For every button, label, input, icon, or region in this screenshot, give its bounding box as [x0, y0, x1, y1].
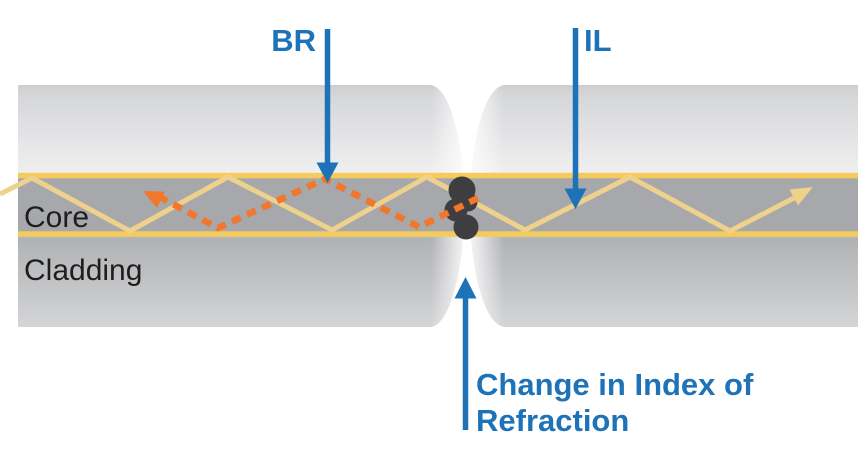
il-annotation: IL	[564, 23, 612, 209]
transmitted-ray-arrowhead-icon	[789, 187, 813, 206]
br-label: BR	[271, 23, 316, 58]
br-down-arrow-icon	[316, 162, 339, 183]
cladding-label: Cladding	[24, 254, 142, 287]
backreflected-ray-arrowhead-icon	[143, 191, 165, 208]
core-label: Core	[24, 201, 89, 234]
transmitted-light-ray	[0, 174, 797, 234]
backreflected-light-ray	[156, 175, 480, 232]
br-annotation: BR	[271, 23, 339, 183]
change-label-line2: Refraction	[476, 403, 629, 438]
change-label-line1: Change in Index of	[476, 367, 754, 402]
il-down-arrow-icon	[564, 188, 587, 209]
core-cladding-boundary-top	[18, 172, 858, 179]
change-in-index-annotation: Change in Index of Refraction	[454, 277, 754, 438]
core-cladding-boundary-bottom	[18, 231, 858, 237]
change-up-arrow-icon	[454, 277, 477, 299]
il-label: IL	[584, 23, 612, 58]
